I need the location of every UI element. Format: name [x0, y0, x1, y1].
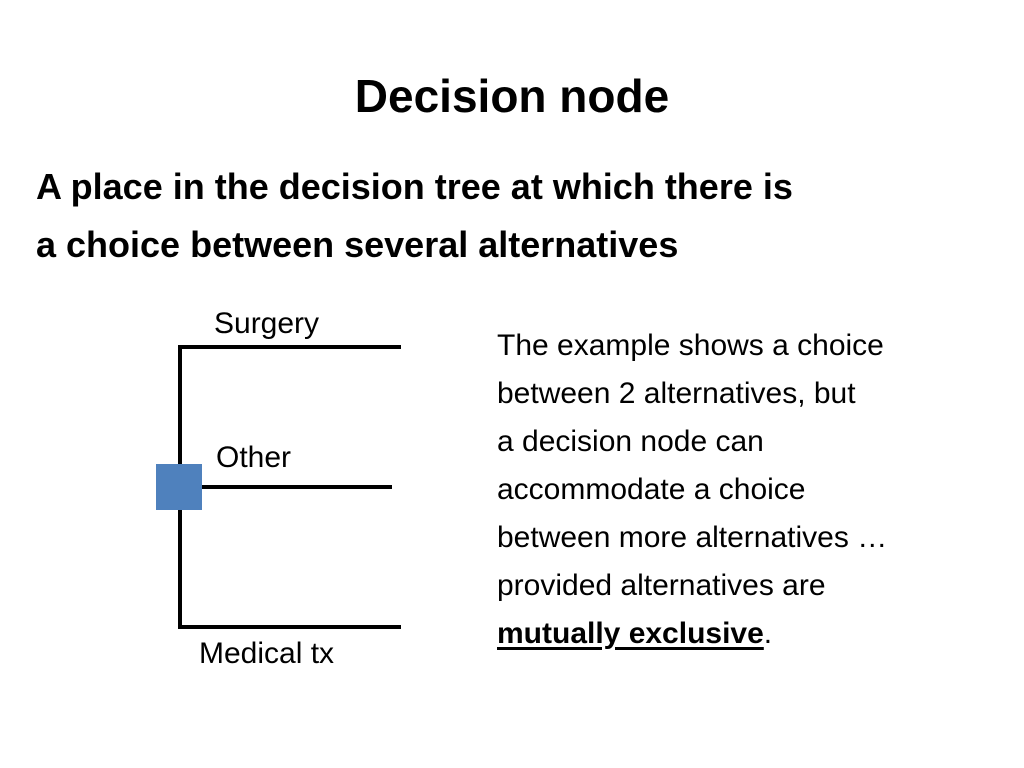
- branch-label-medical-tx: Medical tx: [199, 637, 335, 670]
- branch-label-surgery: Surgery: [214, 307, 320, 340]
- subtitle-line: a choice between several alternatives: [36, 224, 679, 265]
- explanation-line: accommodate a choice: [497, 473, 806, 506]
- branch-label-other: Other: [216, 441, 292, 474]
- explanation-line: provided alternatives are: [497, 569, 826, 602]
- decision-node-square: [156, 464, 202, 510]
- explanation-line: The example shows a choice: [497, 329, 884, 362]
- slide-title: Decision node: [354, 70, 670, 122]
- explanation-line: between 2 alternatives, but: [497, 377, 856, 410]
- slide-subtitle: A place in the decision tree at which th…: [36, 158, 996, 274]
- emphasis-mutually-exclusive: mutually exclusive: [497, 617, 764, 650]
- explanation-line: a decision node can: [497, 425, 764, 458]
- explanation-text: The example shows a choice between 2 alt…: [497, 322, 997, 658]
- terminal-period: .: [763, 617, 773, 650]
- subtitle-line: A place in the decision tree at which th…: [36, 166, 793, 207]
- explanation-line-emphasis: mutually exclusive.: [497, 610, 997, 658]
- explanation-line: between more alternatives …: [497, 521, 888, 554]
